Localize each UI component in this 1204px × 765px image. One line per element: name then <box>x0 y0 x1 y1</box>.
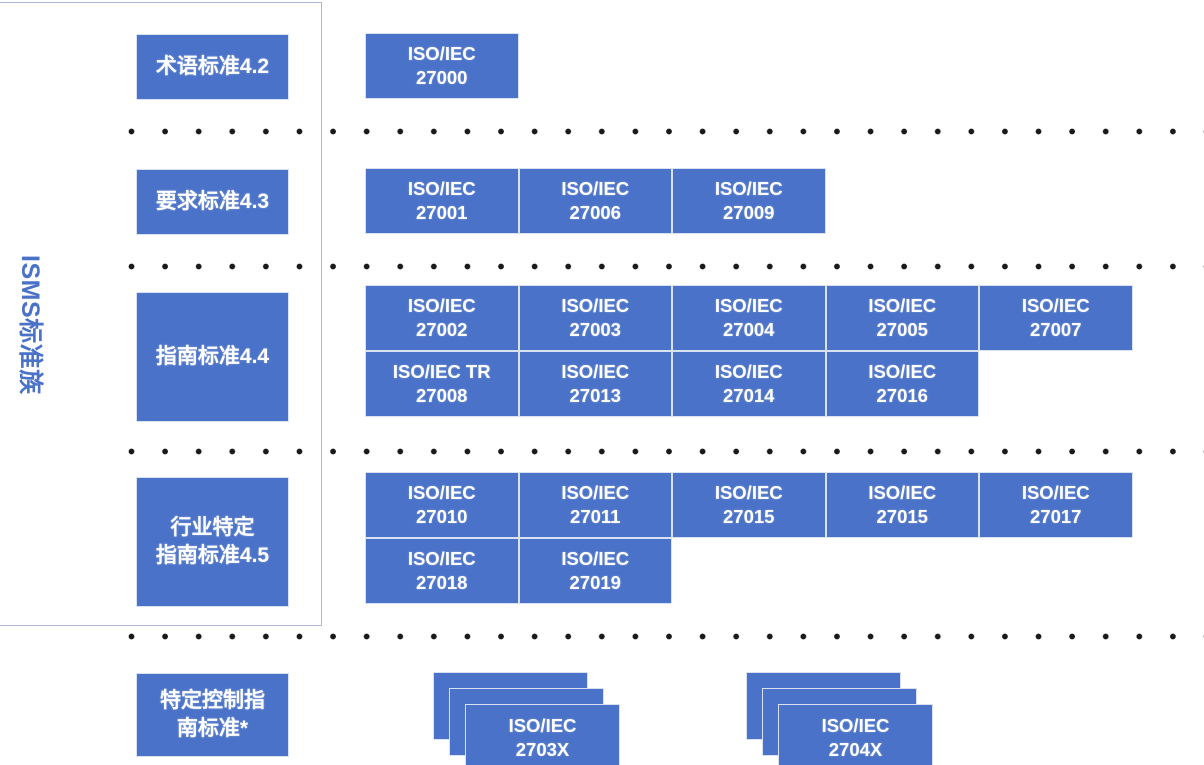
standard-box-27017[interactable]: ISO/IEC 27017 <box>979 472 1133 538</box>
standard-box-27002[interactable]: ISO/IEC 27002 <box>365 285 519 351</box>
standard-prefix: ISO/IEC <box>868 361 937 383</box>
category-label-line-2: 指南标准4.5 <box>155 544 270 567</box>
standard-number: 27018 <box>416 572 468 593</box>
standard-number: 27011 <box>570 506 621 527</box>
standard-prefix: ISO/IEC <box>561 361 630 383</box>
standard-prefix: ISO/IEC <box>407 548 476 570</box>
separator-sector-control <box>128 633 1204 640</box>
standard-box-27003[interactable]: ISO/IEC 27003 <box>518 285 672 351</box>
standard-box-27015-b[interactable]: ISO/IEC 27015 <box>825 472 979 538</box>
isms-vertical-label: ISMS标准族 <box>16 255 44 395</box>
category-label-line-2: 南标准* <box>176 717 249 740</box>
standard-box-27015-a[interactable]: ISO/IEC 27015 <box>672 472 826 538</box>
standard-number: 27007 <box>1030 319 1082 340</box>
standard-number: 2703X <box>515 739 570 760</box>
standard-prefix: ISO/IEC <box>714 178 783 200</box>
standard-box-27000[interactable]: ISO/IEC 27000 <box>365 33 519 99</box>
standard-box-27005[interactable]: ISO/IEC 27005 <box>825 285 979 351</box>
standard-number: 27015 <box>876 506 928 527</box>
category-label-terminology[interactable]: 术语标准4.2 <box>136 34 289 100</box>
standard-box-27013[interactable]: ISO/IEC 27013 <box>518 351 672 417</box>
standard-box-27007[interactable]: ISO/IEC 27007 <box>979 285 1133 351</box>
category-label-line-1: 行业特定 <box>170 515 255 539</box>
standard-prefix: ISO/IEC <box>868 295 937 317</box>
standard-box-empty <box>672 538 826 604</box>
standard-prefix: ISO/IEC <box>407 482 476 504</box>
standard-stack-2704X[interactable]: ISO/IEC 2704X <box>746 672 962 765</box>
standard-prefix: ISO/IEC <box>1021 482 1090 504</box>
standard-box-27016[interactable]: ISO/IEC 27016 <box>825 351 979 417</box>
standard-number: 2704X <box>828 739 883 760</box>
standard-number: 27000 <box>416 67 468 88</box>
standard-number: 27016 <box>876 385 928 406</box>
standard-number: 27017 <box>1030 506 1082 527</box>
standard-number: 27001 <box>416 202 468 223</box>
standards-row-guidance: ISO/IEC 27002 ISO/IEC 27003 ISO/IEC 2700… <box>365 285 1133 417</box>
standard-number: 27003 <box>569 319 621 340</box>
standard-number: 27010 <box>416 506 468 527</box>
standards-line: ISO/IEC 27010 ISO/IEC 27011 ISO/IEC 2701… <box>365 472 1133 538</box>
category-label-line-1: 特定控制指 <box>160 688 265 712</box>
standard-box-27004[interactable]: ISO/IEC 27004 <box>672 285 826 351</box>
standards-line: ISO/IEC TR 27008 ISO/IEC 27013 ISO/IEC 2… <box>365 351 1133 417</box>
standards-row-terminology: ISO/IEC 27000 <box>365 33 519 99</box>
standard-number: 27006 <box>569 202 621 223</box>
standard-prefix: ISO/IEC <box>407 43 476 65</box>
standard-box-27014[interactable]: ISO/IEC 27014 <box>672 351 826 417</box>
category-label-control-specific[interactable]: 特定控制指 南标准* <box>136 673 289 757</box>
standard-box-27019[interactable]: ISO/IEC 27019 <box>518 538 672 604</box>
standard-prefix: ISO/IEC <box>407 295 476 317</box>
category-label-guidance[interactable]: 指南标准4.4 <box>136 292 289 422</box>
standard-box-27008[interactable]: ISO/IEC TR 27008 <box>365 351 519 417</box>
standards-row-sector-specific: ISO/IEC 27010 ISO/IEC 27011 ISO/IEC 2701… <box>365 472 1133 604</box>
standard-stack-2703X[interactable]: ISO/IEC 2703X <box>433 672 649 765</box>
standard-prefix: ISO/IEC <box>714 361 783 383</box>
standard-prefix: ISO/IEC <box>407 178 476 200</box>
standard-prefix: ISO/IEC <box>868 482 937 504</box>
separator-requirements-guidance <box>128 263 1204 270</box>
standard-number: 27014 <box>723 385 775 406</box>
standard-box-empty <box>826 538 980 604</box>
standard-number: 27002 <box>416 319 468 340</box>
category-label-requirements[interactable]: 要求标准4.3 <box>136 169 289 235</box>
standard-prefix: ISO/IEC <box>714 295 783 317</box>
standard-box-27001[interactable]: ISO/IEC 27001 <box>365 168 519 234</box>
stack-layer-front[interactable]: ISO/IEC 2704X <box>778 704 933 765</box>
standard-prefix: ISO/IEC TR <box>392 361 491 383</box>
standard-box-27018[interactable]: ISO/IEC 27018 <box>365 538 519 604</box>
category-label-sector-specific[interactable]: 行业特定 指南标准4.5 <box>136 477 289 607</box>
standard-box-27009[interactable]: ISO/IEC 27009 <box>672 168 826 234</box>
standard-box-27010[interactable]: ISO/IEC 27010 <box>365 472 519 538</box>
standard-prefix: ISO/IEC <box>561 295 630 317</box>
standard-prefix: ISO/IEC <box>508 715 577 737</box>
isms-family-container <box>0 2 322 626</box>
standard-number: 27019 <box>569 572 621 593</box>
standard-box-empty <box>979 351 1133 417</box>
standard-box-27011[interactable]: ISO/IEC 27011 <box>518 472 672 538</box>
standards-line: ISO/IEC 27000 <box>365 33 519 99</box>
standards-line: ISO/IEC 27018 ISO/IEC 27019 <box>365 538 1133 604</box>
standard-prefix: ISO/IEC <box>1021 295 1090 317</box>
standard-number: 27009 <box>723 202 775 223</box>
standard-prefix: ISO/IEC <box>561 482 630 504</box>
standard-prefix: ISO/IEC <box>821 715 890 737</box>
standards-line: ISO/IEC 27001 ISO/IEC 27006 ISO/IEC 2700… <box>365 168 826 234</box>
standard-number: 27008 <box>416 385 468 406</box>
standards-line: ISO/IEC 27002 ISO/IEC 27003 ISO/IEC 2700… <box>365 285 1133 351</box>
standard-box-empty <box>979 538 1133 604</box>
standard-number: 27015 <box>723 506 775 527</box>
standard-number: 27004 <box>723 319 775 340</box>
separator-terminology-requirements <box>128 128 1204 135</box>
standard-box-27006[interactable]: ISO/IEC 27006 <box>518 168 672 234</box>
stack-layer-front[interactable]: ISO/IEC 2703X <box>465 704 620 765</box>
standard-prefix: ISO/IEC <box>714 482 783 504</box>
standard-number: 27005 <box>876 319 928 340</box>
standard-prefix: ISO/IEC <box>561 548 630 570</box>
standard-prefix: ISO/IEC <box>561 178 630 200</box>
separator-guidance-sector <box>128 448 1204 455</box>
standard-number: 27013 <box>569 385 621 406</box>
standards-row-requirements: ISO/IEC 27001 ISO/IEC 27006 ISO/IEC 2700… <box>365 168 826 234</box>
